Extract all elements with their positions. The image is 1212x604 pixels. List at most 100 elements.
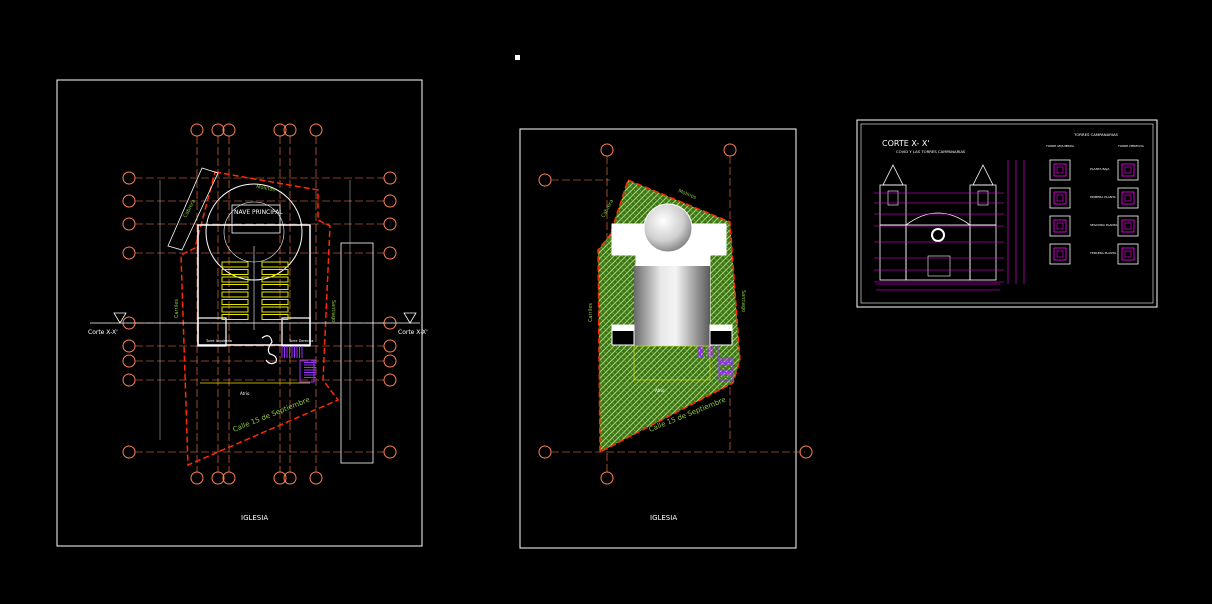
sheet1-stairs	[281, 346, 316, 378]
sheet3-title: CORTE X- X'	[882, 139, 930, 148]
grid-bubble	[122, 171, 136, 185]
sheet1-floor-plan[interactable]: NAVE PRINCIPAL Corte X-X' Corte X-X' Cal…	[56, 79, 428, 547]
tower-plan-core	[1056, 250, 1064, 258]
grid-bubble	[600, 143, 614, 157]
grid-bubble	[122, 445, 136, 459]
grid-bubble	[309, 123, 323, 137]
grid-bubble	[211, 123, 225, 137]
grid-bubble	[283, 471, 297, 485]
sheet1-section-arrow-right	[403, 312, 417, 324]
sheet1-site-boundary	[180, 171, 340, 467]
grid-bubble	[723, 143, 737, 157]
tower-plan-tile	[1049, 243, 1071, 265]
grid-bubble	[600, 471, 614, 485]
pew	[221, 269, 249, 275]
grid-bubble	[273, 471, 287, 485]
pew	[261, 306, 289, 313]
tower-plan-tile	[1117, 243, 1139, 265]
sheet1-title: IGLESIA	[241, 514, 268, 522]
sheet1-pews	[221, 261, 289, 320]
grid-bubble	[190, 471, 204, 485]
tower-plan-inner	[1121, 163, 1135, 177]
sheet3-subtitle: COVID Y LAS TORRES CAMPANARIAS	[896, 149, 966, 154]
sheet2-atrio: Atrio	[655, 388, 665, 393]
grid-bubble	[383, 354, 397, 368]
tower-plan-tile	[1117, 215, 1139, 237]
grid-bubble	[309, 471, 323, 485]
grid-bubble	[383, 171, 397, 185]
tower-plan-tile	[1049, 187, 1071, 209]
tower-level-label: PRIMERA PLANTA	[1090, 195, 1117, 199]
tower-plan-core	[1124, 166, 1132, 174]
grid-bubble	[122, 354, 136, 368]
sheet3-frame-outer	[856, 119, 1158, 308]
sheet2-street-top: Molinos	[677, 188, 697, 201]
sheet1-grid-axes	[122, 123, 397, 485]
grid-bubble	[383, 339, 397, 353]
grid-bubble	[383, 217, 397, 231]
grid-bubble	[190, 123, 204, 137]
grid-bubble	[538, 445, 552, 459]
sheet2-cylinder	[634, 266, 710, 346]
tower-level-label: PLANTA BAJA	[1090, 167, 1110, 171]
sheet1-nave-box	[231, 204, 281, 234]
tower-plan-core	[1124, 250, 1132, 258]
sheet2-frame	[519, 128, 797, 549]
pew	[261, 314, 289, 320]
tower-plan-inner	[1053, 219, 1067, 233]
sheet2-title: IGLESIA	[650, 514, 677, 522]
sheet2-tower-right-top	[710, 325, 732, 331]
sheet1-entry-marks	[261, 335, 277, 365]
sheet3-frame-inner	[860, 123, 1154, 304]
grid-bubble	[283, 123, 297, 137]
sheet1-street-top: Molinos	[256, 184, 276, 193]
sheet1-street-side-right: Santiago	[330, 300, 336, 322]
grid-bubble	[122, 194, 136, 208]
sheet1-section-left: Corte X-X'	[88, 329, 118, 336]
pew	[221, 291, 249, 298]
grid-bubble	[211, 471, 225, 485]
tower-plan-inner	[1121, 191, 1135, 205]
sheet3-col-right: TORRE DERECHA	[1117, 144, 1145, 148]
sheet2-stair-landing	[718, 357, 734, 381]
pew	[261, 284, 289, 290]
grid-bubble	[799, 445, 813, 459]
sheet3-col-left: TORRE IZQUIERDA	[1045, 144, 1075, 148]
pew	[221, 314, 249, 320]
sheet2-stairs	[697, 346, 732, 378]
sheet3-elevation	[874, 160, 1025, 291]
grid-bubble	[222, 123, 236, 137]
grid-bubble	[383, 246, 397, 260]
sheet2-dome	[643, 203, 693, 253]
sheet2-site-plan[interactable]: Calle 15 de Septiembre Cabrera Molinos C…	[519, 128, 813, 549]
pew	[221, 284, 249, 290]
tower-plan-inner	[1053, 247, 1067, 261]
tower-plan-inner	[1121, 247, 1135, 261]
pew	[261, 291, 289, 298]
pew	[261, 276, 289, 283]
sheet3-panel-title: TORRES CAMPANARIAS	[1073, 132, 1119, 137]
grid-bubble	[122, 217, 136, 231]
grid-bubble	[383, 194, 397, 208]
tower-plan-core	[1056, 222, 1064, 230]
grid-bubble	[122, 339, 136, 353]
pew	[261, 269, 289, 275]
sheet1-nave-label: NAVE PRINCIPAL	[234, 209, 283, 216]
sheet1-tower-left-label: Torre Izquierda	[205, 339, 232, 343]
tower-plan-core	[1124, 194, 1132, 202]
cad-marker	[515, 55, 520, 60]
sheet2-atrio-box	[633, 345, 711, 381]
sheet2-tower-left-top	[612, 325, 634, 331]
tower-plan-core	[1056, 194, 1064, 202]
sheet2-street-left: Cabrera	[600, 199, 615, 219]
pew	[221, 299, 249, 305]
sheet1-tower-right	[281, 317, 311, 347]
tower-plan-inner	[1053, 191, 1067, 205]
grid-bubble	[222, 471, 236, 485]
sheet3-section-elevation[interactable]: CORTE X- X' COVID Y LAS TORRES CAMPANARI…	[856, 119, 1158, 308]
tower-plan-inner	[1053, 163, 1067, 177]
sheet1-street-side-left: Carriles	[174, 299, 180, 318]
sheet1-tower-right-label: Torre Derecha	[288, 339, 313, 343]
